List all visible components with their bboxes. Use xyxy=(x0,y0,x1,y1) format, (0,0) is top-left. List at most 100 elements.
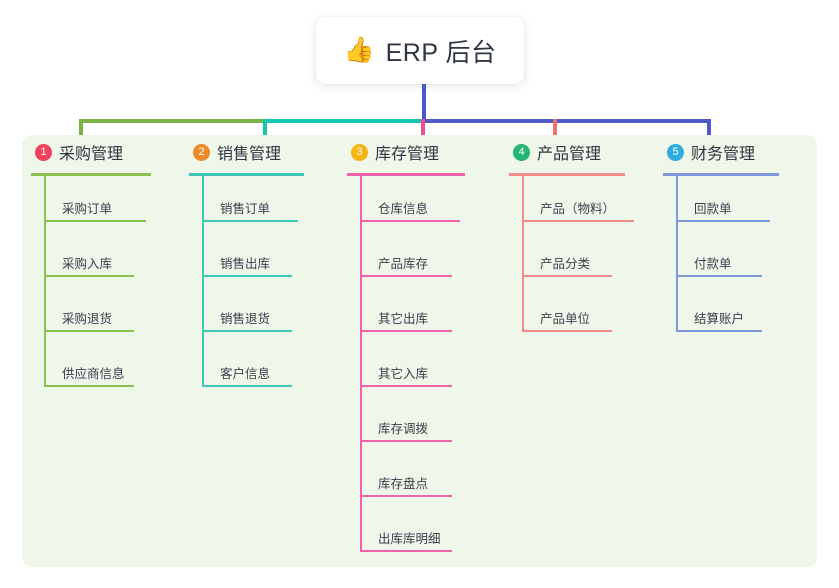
branch-item-rule xyxy=(202,330,292,332)
branch-spine xyxy=(44,176,46,385)
branch-item-rule xyxy=(44,220,146,222)
branch-item[interactable]: 客户信息 xyxy=(202,366,292,387)
branch-item-rule xyxy=(360,495,452,497)
branch-stub-2 xyxy=(263,119,267,147)
branch-stub-4 xyxy=(553,119,557,147)
branch-number-badge: 4 xyxy=(513,143,530,161)
branch-item[interactable]: 采购入库 xyxy=(44,256,134,277)
branch-item[interactable]: 销售订单 xyxy=(202,201,298,222)
branch-item[interactable]: 其它出库 xyxy=(360,311,452,332)
branch-item[interactable]: 供应商信息 xyxy=(44,366,134,387)
branch-number-badge: 1 xyxy=(35,143,52,161)
branch-item-rule xyxy=(202,220,298,222)
branch-item-label: 采购入库 xyxy=(62,257,113,271)
branch-header-5[interactable]: 5 财务管理 xyxy=(654,135,779,169)
branch-column-3: 3 库存管理仓库信息产品库存其它出库其它入库库存调拨库存盘点出库库明细 xyxy=(338,135,465,552)
branch-header-rule xyxy=(663,173,779,176)
branch-column-1: 1 采购管理采购订单采购入库采购退货供应商信息 xyxy=(22,135,151,387)
branch-number-badge: 3 xyxy=(351,143,368,161)
branch-item-rule xyxy=(360,550,452,552)
branches-panel: 1 采购管理采购订单采购入库采购退货供应商信息 2 销售管理销售订单销售出库销售退货客… xyxy=(22,135,817,567)
branch-item-label: 结算账户 xyxy=(694,312,745,326)
branch-stub-5 xyxy=(707,119,711,147)
branch-header-rule xyxy=(31,173,151,176)
branch-item-label: 销售订单 xyxy=(220,202,271,216)
branch-item-rule xyxy=(202,385,292,387)
branch-item-label: 付款单 xyxy=(694,257,732,271)
branch-item-label: 产品（物料） xyxy=(540,202,616,216)
branch-item[interactable]: 付款单 xyxy=(676,256,762,277)
branch-title: 产品管理 xyxy=(537,146,602,163)
branch-item-label: 销售退货 xyxy=(220,312,271,326)
branch-item[interactable]: 结算账户 xyxy=(676,311,762,332)
branch-item[interactable]: 回款单 xyxy=(676,201,770,222)
connector-bar-teal xyxy=(263,119,423,123)
branch-item[interactable]: 产品（物料） xyxy=(522,201,634,222)
branch-header-3[interactable]: 3 库存管理 xyxy=(338,135,465,169)
branch-item[interactable]: 仓库信息 xyxy=(360,201,460,222)
connector-bar-blue xyxy=(421,119,711,123)
branch-header-rule xyxy=(189,173,304,176)
branch-item-rule xyxy=(202,275,292,277)
branch-item-label: 回款单 xyxy=(694,202,732,216)
branch-item-rule xyxy=(360,440,452,442)
branch-item-rule xyxy=(522,330,612,332)
branch-item-label: 产品库存 xyxy=(378,257,429,271)
branch-item[interactable]: 产品单位 xyxy=(522,311,612,332)
root-node-title: ERP 后台 xyxy=(385,38,497,67)
branch-item-rule xyxy=(360,385,452,387)
branch-item[interactable]: 销售退货 xyxy=(202,311,292,332)
connector-bar-green xyxy=(79,119,265,123)
branch-header-2[interactable]: 2 销售管理 xyxy=(180,135,304,169)
root-stem-connector xyxy=(422,84,426,122)
branch-item-rule xyxy=(676,275,762,277)
branch-item-label: 库存调拨 xyxy=(378,422,429,436)
branch-item-rule xyxy=(676,220,770,222)
branch-item-label: 产品单位 xyxy=(540,312,591,326)
branch-item-label: 供应商信息 xyxy=(62,367,125,381)
branch-item-rule xyxy=(360,275,452,277)
branch-item-rule xyxy=(360,220,460,222)
branch-title: 库存管理 xyxy=(375,146,440,163)
branch-item-label: 其它出库 xyxy=(378,312,429,326)
branch-item-label: 其它入库 xyxy=(378,367,429,381)
branch-spine xyxy=(676,176,678,330)
branch-title: 采购管理 xyxy=(59,146,124,163)
branch-spine xyxy=(360,176,362,550)
branch-title: 财务管理 xyxy=(691,146,756,163)
branch-stub-3 xyxy=(421,119,425,147)
branch-column-5: 5 财务管理回款单付款单结算账户 xyxy=(654,135,779,332)
thumbs-up-icon: 👍 xyxy=(343,36,375,64)
branch-item[interactable]: 产品库存 xyxy=(360,256,452,277)
branch-item-rule xyxy=(360,330,452,332)
branch-item[interactable]: 库存盘点 xyxy=(360,476,452,497)
branch-item-rule xyxy=(44,330,134,332)
branch-spine xyxy=(522,176,524,330)
branch-item-label: 仓库信息 xyxy=(378,202,429,216)
branch-item[interactable]: 库存调拨 xyxy=(360,421,452,442)
branch-item-rule xyxy=(522,275,612,277)
branch-column-2: 2 销售管理销售订单销售出库销售退货客户信息 xyxy=(180,135,304,387)
branch-item-rule xyxy=(676,330,762,332)
branch-header-rule xyxy=(509,173,625,176)
branch-item-rule xyxy=(44,275,134,277)
branch-item[interactable]: 销售出库 xyxy=(202,256,292,277)
branch-item-label: 采购订单 xyxy=(62,202,113,216)
root-node[interactable]: 👍 ERP 后台 xyxy=(316,17,524,84)
branch-number-badge: 5 xyxy=(667,143,684,161)
branch-item-rule xyxy=(44,385,134,387)
branch-header-4[interactable]: 4 产品管理 xyxy=(500,135,625,169)
branch-item[interactable]: 采购订单 xyxy=(44,201,146,222)
branch-item-label: 销售出库 xyxy=(220,257,271,271)
branch-item[interactable]: 其它入库 xyxy=(360,366,452,387)
branch-header-1[interactable]: 1 采购管理 xyxy=(22,135,151,169)
branch-stub-1 xyxy=(79,119,83,147)
branch-item[interactable]: 出库库明细 xyxy=(360,531,452,552)
branch-title: 销售管理 xyxy=(217,146,282,163)
branch-item-label: 产品分类 xyxy=(540,257,591,271)
branch-item[interactable]: 产品分类 xyxy=(522,256,612,277)
branch-item-label: 客户信息 xyxy=(220,367,271,381)
branch-number-badge: 2 xyxy=(193,143,210,161)
branch-item[interactable]: 采购退货 xyxy=(44,311,134,332)
